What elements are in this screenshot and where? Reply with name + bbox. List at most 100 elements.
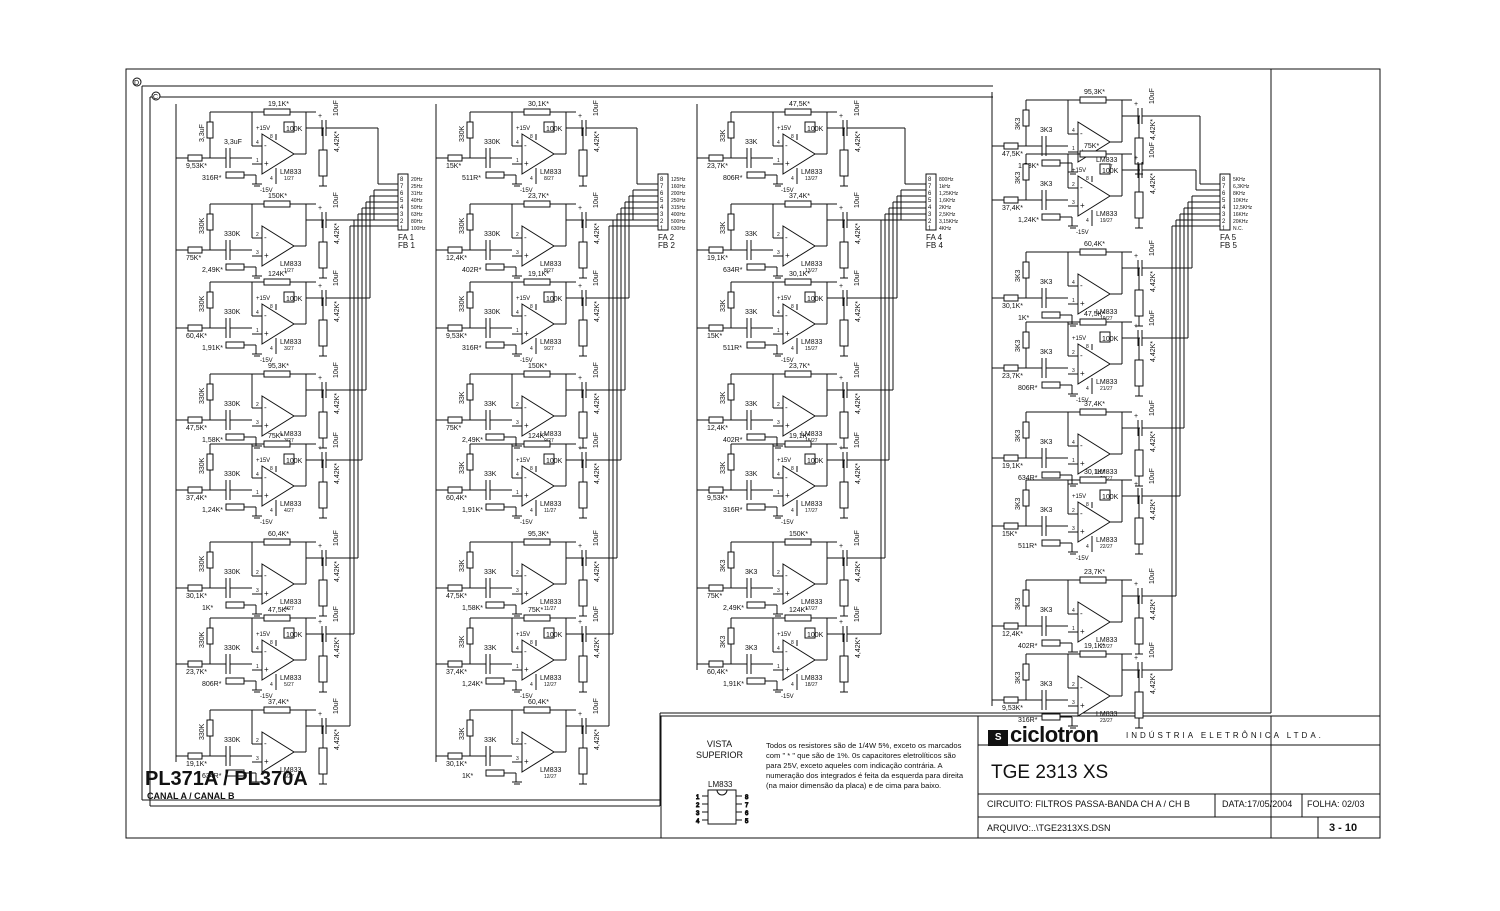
shunt-value: 3K3 xyxy=(1015,269,1022,282)
trim-pot-value: 100K xyxy=(546,632,563,639)
output-cap-value: 10uF xyxy=(1149,142,1156,158)
pin-number: 8 xyxy=(530,640,533,646)
ic-ref: 19/27 xyxy=(1100,218,1113,224)
polarity-sign: + xyxy=(578,445,582,452)
model-name: TGE 2313 XS xyxy=(991,762,1109,783)
inverting-sign: - xyxy=(1080,129,1083,138)
ground-resistor-value: 511R* xyxy=(1018,543,1037,550)
ic-ref: 11/27 xyxy=(544,606,556,612)
ic-ref: 9/27 xyxy=(544,346,554,352)
supply-negative: -15V xyxy=(1076,398,1089,404)
noninverting-sign: + xyxy=(785,491,790,500)
ic-ref: 8/27 xyxy=(544,268,554,274)
ic-name: LM833 xyxy=(540,339,562,346)
shunt-value: 33K xyxy=(459,727,466,740)
connector-pin: 7 xyxy=(660,184,664,190)
shunt-value: 3K3 xyxy=(1015,497,1022,510)
connector-pin: 1 xyxy=(1222,226,1226,232)
date-label: DATA:17/05/2004 xyxy=(1222,799,1293,809)
noninverting-sign: + xyxy=(1080,201,1085,210)
feedback-resistor-value: 75K* xyxy=(528,607,543,614)
trim-pot-value: 100K xyxy=(286,126,303,133)
output-resistor-value: 4,42K* xyxy=(334,561,341,582)
cap-value: 33K xyxy=(745,231,758,238)
filter-stage: 37,4K*330K330K75K*1,24K*-+LM8334/2741+15… xyxy=(175,432,362,526)
feedback-resistor xyxy=(1079,476,1107,484)
trim-pot-value: 100K xyxy=(546,458,563,465)
pin-number: 8 xyxy=(530,304,533,310)
feedback-resistor xyxy=(1079,650,1107,658)
polarity-sign: + xyxy=(839,445,843,452)
output-resistor xyxy=(578,481,588,509)
supply-positive: +15V xyxy=(777,296,791,302)
pin-number: 4 xyxy=(777,646,780,652)
connector-alt-name: FB 2 xyxy=(658,241,675,250)
noninverting-sign: + xyxy=(785,251,790,260)
shunt-resistor xyxy=(206,213,214,231)
feedback-resistor xyxy=(263,278,291,286)
pin-number: 1 xyxy=(256,664,259,670)
shunt-value: 33K xyxy=(720,221,727,234)
polarity-sign: + xyxy=(839,543,843,550)
pin-number: 4 xyxy=(777,310,780,316)
ic-name: LM833 xyxy=(280,261,302,268)
pin-number: 4 xyxy=(256,646,259,652)
supply-positive: +15V xyxy=(516,126,530,132)
output-resistor xyxy=(839,241,849,269)
supply-negative: -15V xyxy=(520,694,533,700)
output-resistor-value: 4,42K* xyxy=(1150,341,1157,362)
connector-freq: 4KHz xyxy=(939,226,952,232)
supply-negative: -15V xyxy=(781,520,794,526)
noninverting-sign: + xyxy=(524,491,529,500)
input-resistor-value: 9,53K* xyxy=(707,495,728,502)
package-pin-right: 7 xyxy=(745,803,749,809)
ground-resistor xyxy=(746,433,766,441)
input-resistor-value: 9,53K* xyxy=(186,163,207,170)
output-resistor xyxy=(318,319,328,347)
noninverting-sign: + xyxy=(264,421,269,430)
pin-number: 2 xyxy=(256,570,259,576)
shunt-value: 330K xyxy=(199,555,206,572)
feedback-resistor xyxy=(263,614,291,622)
filter-column-1: 9,53K*3,3uF3,3uF19,1K*316R*-+LM8331/2741… xyxy=(175,100,426,785)
noninverting-sign: + xyxy=(524,421,529,430)
feedback-resistor xyxy=(263,440,291,448)
package-pin-left: 3 xyxy=(696,811,700,817)
cap-value: 3K3 xyxy=(1040,507,1053,514)
pin-number: 2 xyxy=(256,738,259,744)
shunt-resistor xyxy=(466,121,474,139)
output-resistor xyxy=(839,149,849,177)
ic-name: LM833 xyxy=(1096,211,1118,218)
output-cap-value: 10uF xyxy=(593,100,600,116)
feedback-resistor-value: 30,1K* xyxy=(528,101,549,108)
cap-value: 330K xyxy=(484,139,501,146)
ic-ref: 8/27 xyxy=(544,176,554,182)
ground-resistor-value: 1,24K* xyxy=(202,507,223,514)
op-amp xyxy=(1077,175,1111,217)
output-resistor xyxy=(578,655,588,683)
pin-number: 4 xyxy=(1072,608,1075,614)
ground-resistor xyxy=(746,503,766,511)
pin-number: 4 xyxy=(1086,386,1089,392)
inverting-sign: - xyxy=(524,647,527,656)
op-amp xyxy=(1077,675,1111,717)
ic-name: LM833 xyxy=(280,767,302,774)
filter-stage: 47,5K*3K33K395,3K*1,58K*-+LM83318/2741+1… xyxy=(991,88,1200,175)
connector-pin: 7 xyxy=(1222,184,1226,190)
shunt-value: 330K xyxy=(459,217,466,234)
pin-number: 4 xyxy=(777,472,780,478)
inverting-sign: - xyxy=(1080,183,1083,192)
cap-value: 33K xyxy=(484,569,497,576)
feedback-resistor-value: 30,1K* xyxy=(1084,469,1105,476)
connector-freq: 125Hz xyxy=(671,177,686,183)
shunt-value: 33K xyxy=(459,391,466,404)
feedback-resistor-value: 37,4K* xyxy=(789,193,810,200)
notes-text: Todos os resistores são de 1/4W 5%, exce… xyxy=(766,741,964,790)
ground-resistor-value: 316R* xyxy=(462,345,482,352)
op-amp xyxy=(261,731,295,773)
output-cap-value: 10uF xyxy=(854,192,861,208)
cap-value: 330K xyxy=(224,471,241,478)
connector-pin: 2 xyxy=(1222,219,1226,225)
output-cap-value: 10uF xyxy=(854,100,861,116)
ground-resistor xyxy=(1041,713,1061,721)
